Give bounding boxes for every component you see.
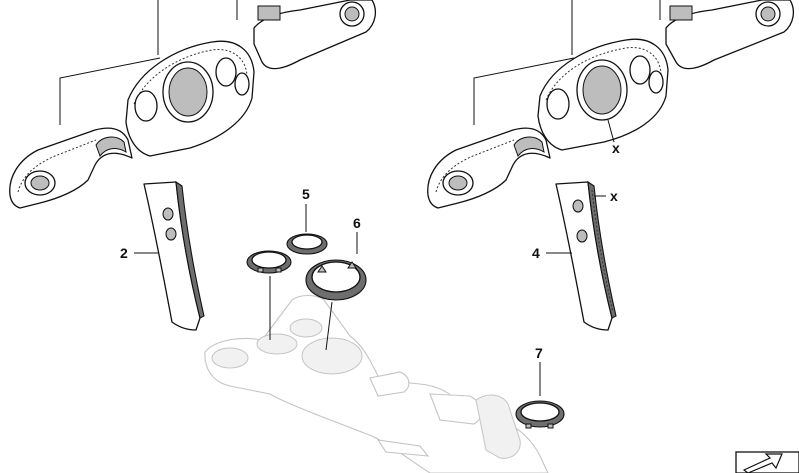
- callout-2: 2: [120, 245, 128, 261]
- a-pillar-left-hole-2: [165, 227, 177, 241]
- right-vent-left-inner: [344, 6, 360, 22]
- gauge-small-right-1: [546, 88, 570, 120]
- callout-x-pillar: x: [610, 188, 618, 204]
- console-switch-panel: [369, 371, 410, 397]
- ring-5-clip-2: [275, 267, 282, 273]
- console-opening-small: [289, 318, 323, 338]
- arrow-icon: [742, 453, 783, 473]
- left-vent-inner: [30, 175, 50, 191]
- left-vent-inner-x: [448, 175, 468, 191]
- leader-6-down: [325, 301, 333, 351]
- trim-ring-6: [305, 232, 367, 351]
- gauge-small-right-2: [629, 55, 651, 85]
- left-dashboard-trim-group: [9, 0, 377, 209]
- right-vent-right-inner: [760, 6, 776, 22]
- dash-panel-left-x-stitch: [435, 139, 515, 193]
- console-opening-6: [301, 337, 363, 375]
- trim-ring-5-upper-inner: [291, 234, 323, 250]
- mount-bracket-right: [669, 5, 693, 21]
- callout-7: 7: [535, 345, 543, 361]
- gauge-large-left-face: [168, 67, 208, 117]
- gauge-large-right-face: [582, 65, 622, 115]
- a-pillar-right-edge: [587, 180, 617, 319]
- leader-left-bracket: [59, 57, 161, 125]
- diagram-corner-icon: [735, 451, 799, 473]
- trim-ring-7: [515, 362, 565, 429]
- trim-ring-5-lower-inner: [251, 251, 287, 269]
- a-pillar-right-hole-1: [572, 199, 584, 213]
- leader-right-bracket: [473, 57, 575, 125]
- trim-ring-7-inner: [520, 402, 560, 422]
- gauge-small-left-2: [215, 57, 237, 87]
- a-pillar-right-hole-2: [576, 229, 588, 243]
- trim-ring-5-pair: [246, 204, 328, 340]
- a-pillar-left-edge: [175, 180, 205, 319]
- ring-5-clip-1: [257, 267, 264, 273]
- a-pillar-left-hole-1: [162, 207, 174, 221]
- center-console: [204, 294, 549, 473]
- gauge-small-left-1: [134, 90, 158, 122]
- callout-4: 4: [532, 245, 540, 261]
- callout-5: 5: [302, 186, 310, 202]
- console-cupholder-left: [211, 347, 249, 369]
- callout-6: 6: [353, 215, 361, 231]
- ring-6-tabs: [317, 261, 357, 273]
- left-panel-hood: [95, 136, 127, 158]
- gauge-small-left-3: [234, 72, 250, 96]
- ring-7-clip-1: [525, 423, 532, 429]
- console-shifter-boot: [475, 394, 521, 459]
- callout-x-cluster: x: [612, 140, 620, 156]
- gauge-small-right-3: [648, 70, 664, 94]
- leader-x1: [607, 119, 615, 143]
- a-pillar-right-stitch: [591, 189, 614, 313]
- ring-7-clip-2: [547, 423, 554, 429]
- a-pillar-trim-4: [546, 180, 617, 331]
- cluster-stitch-left: [133, 49, 248, 105]
- left-panel-hood-x: [513, 136, 545, 158]
- mount-bracket-left: [257, 5, 281, 21]
- right-dashboard-trim-group: [427, 0, 795, 209]
- console-front-slot: [376, 439, 430, 457]
- a-pillar-trim-2: [134, 180, 205, 331]
- console-opening-5: [256, 333, 298, 355]
- dash-panel-left-stitch: [17, 139, 97, 193]
